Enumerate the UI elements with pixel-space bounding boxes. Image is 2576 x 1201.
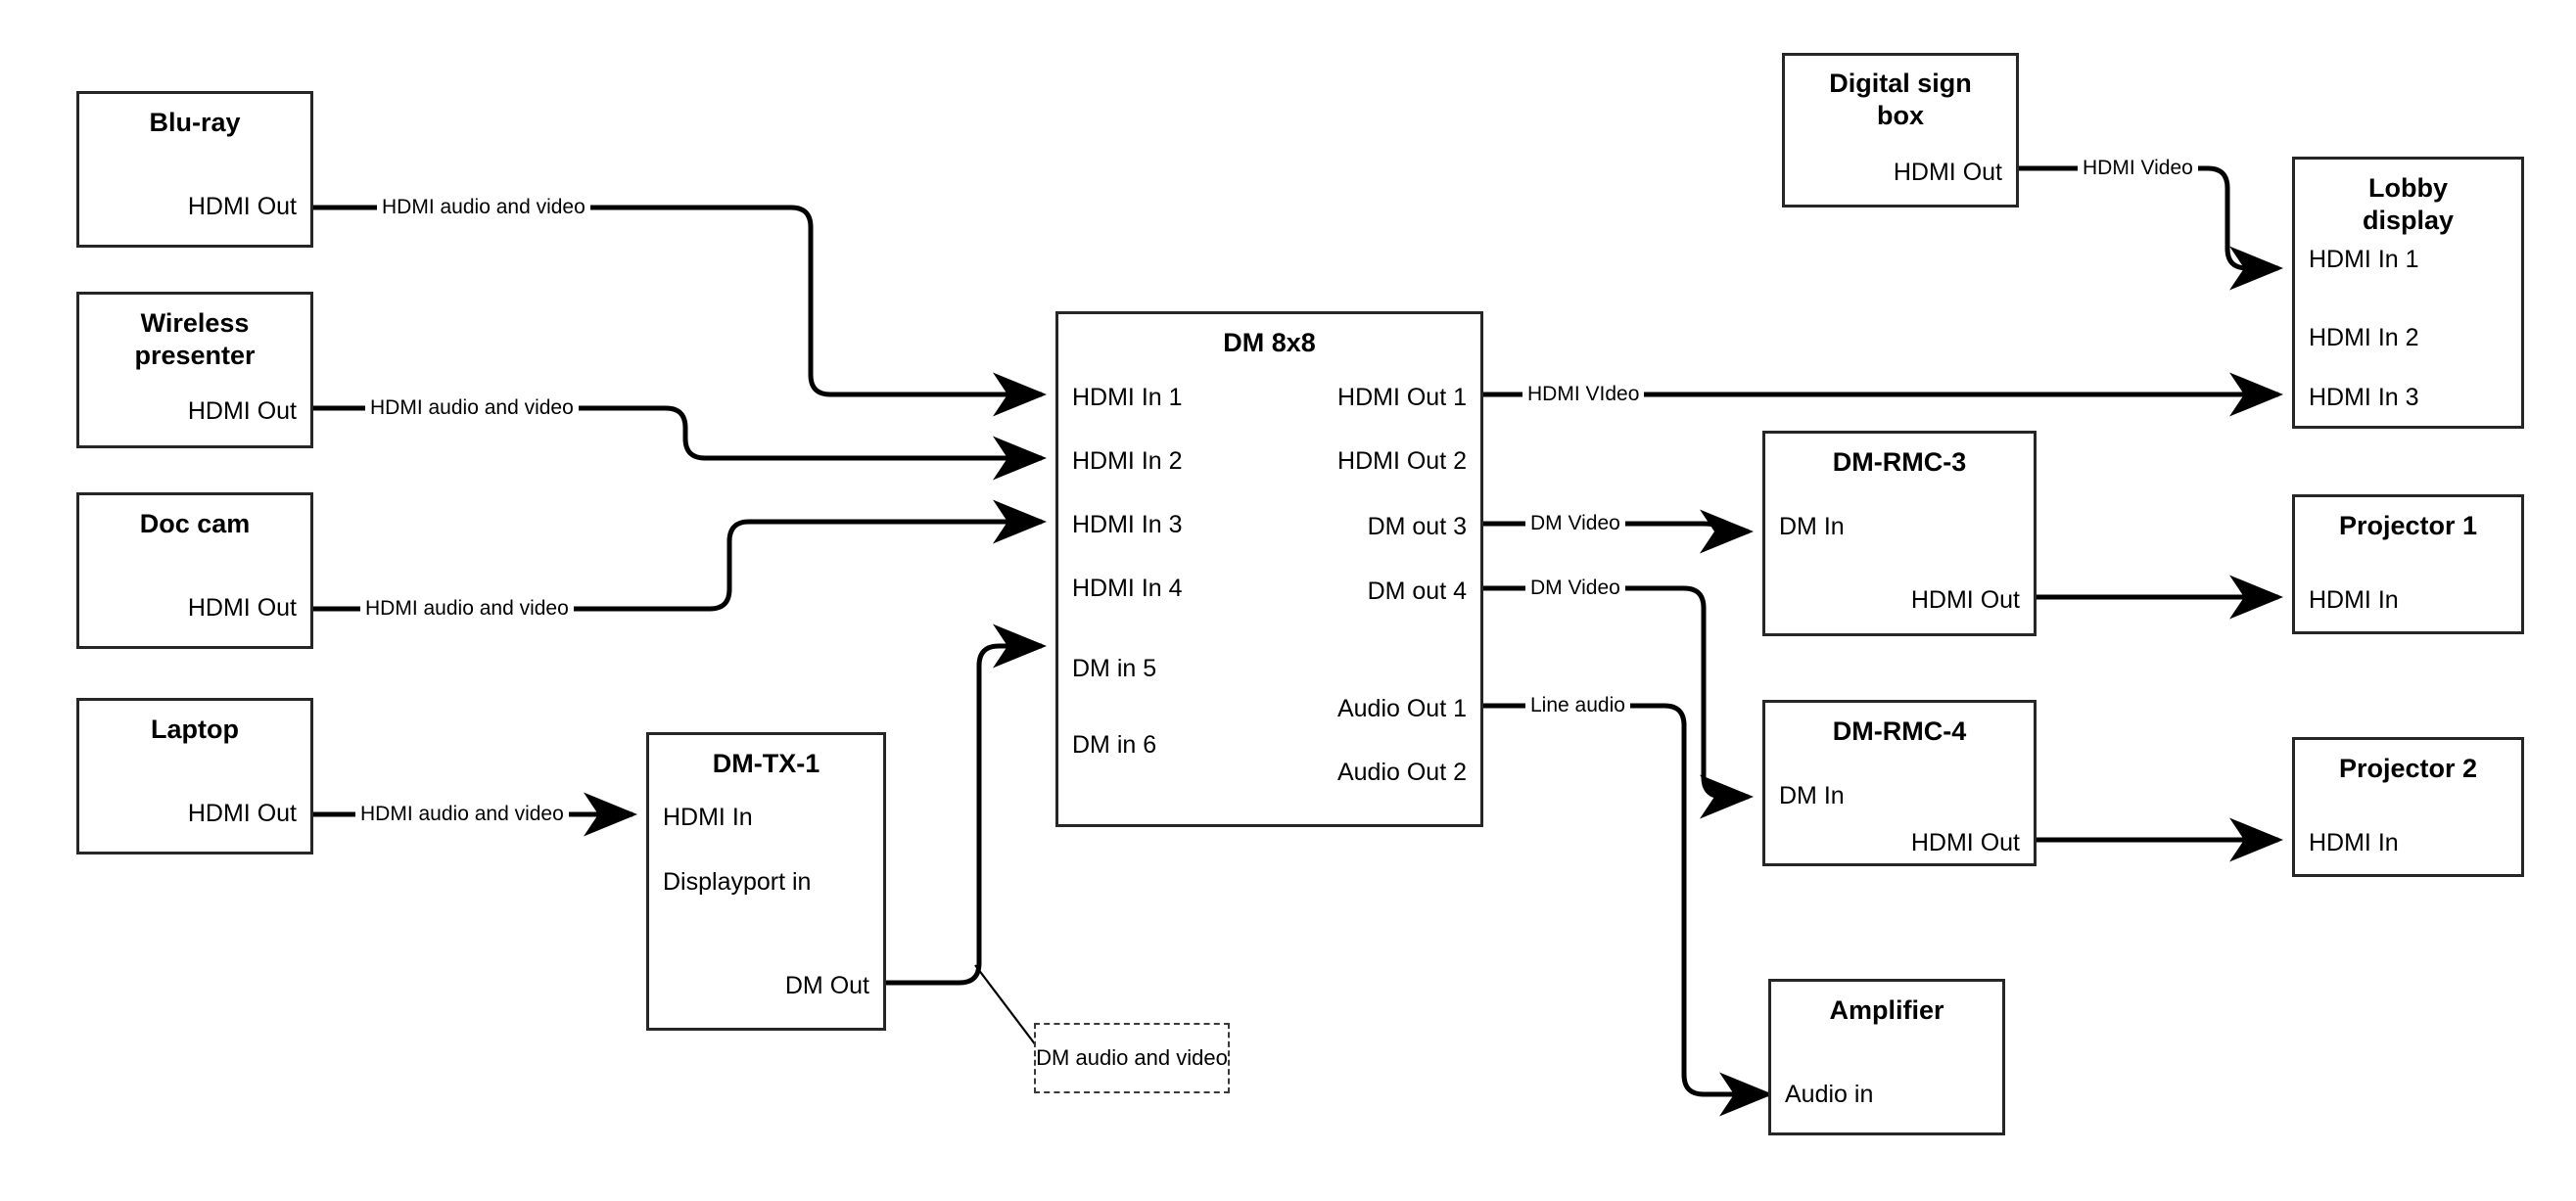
wire-label-bluray: HDMI audio and video [377, 196, 590, 219]
port-lobby-hdmi-in-3: HDMI In 3 [2309, 384, 2419, 411]
port-rmc3-dm-in: DM In [1779, 513, 1845, 540]
wire-label-dm-out4-dm-video: DM Video [1525, 577, 1625, 600]
node-laptop[interactable]: Laptop HDMI Out [76, 698, 313, 855]
node-projector-1-title: Projector 1 [2338, 511, 2478, 540]
node-amplifier[interactable]: Amplifier Audio in [1768, 979, 2005, 1135]
callout-leader-line [974, 964, 1037, 1046]
port-dm8x8-audio-out-2: Audio Out 2 [1336, 759, 1467, 786]
wire-label-laptop: HDMI audio and video [355, 803, 569, 826]
port-rmc4-hdmi-out: HDMI Out [1910, 829, 2020, 856]
node-dm-8x8-title: DM 8x8 [1223, 328, 1316, 357]
node-dm-tx-1[interactable]: DM-TX-1 HDMI In Displayport in DM Out [646, 732, 886, 1031]
port-dm8x8-dm-out-4: DM out 4 [1367, 577, 1467, 605]
port-dm8x8-dm-in-6: DM in 6 [1072, 731, 1157, 759]
node-doc-cam-title: Doc cam [139, 509, 251, 538]
port-dm8x8-hdmi-in-3: HDMI In 3 [1072, 511, 1183, 538]
port-wireless-hdmi-out: HDMI Out [187, 397, 297, 425]
port-bluray-hdmi-out: HDMI Out [187, 193, 297, 220]
wire-label-dm-out1-hdmi-video: HDMI VIdeo [1522, 383, 1645, 406]
node-digital-sign-box[interactable]: Digital sign box HDMI Out [1782, 53, 2019, 208]
port-dmtx1-dm-out: DM Out [784, 972, 869, 999]
node-laptop-title: Laptop [151, 715, 239, 744]
port-dm8x8-hdmi-in-1: HDMI In 1 [1072, 384, 1183, 411]
port-lobby-hdmi-in-1: HDMI In 1 [2309, 246, 2419, 273]
port-lobby-hdmi-in-2: HDMI In 2 [2309, 324, 2419, 351]
callout-dm-audio-and-video-text: DM audio and video [1036, 1045, 1228, 1070]
node-bluray[interactable]: Blu-ray HDMI Out [76, 91, 313, 248]
wire-label-wireless: HDMI audio and video [365, 396, 579, 420]
node-lobby-display[interactable]: Lobby display HDMI In 1 HDMI In 2 HDMI I… [2292, 157, 2524, 429]
node-wireless-presenter[interactable]: Wireless presenter HDMI Out [76, 292, 313, 448]
wire-label-signbox-hdmi-video: HDMI Video [2078, 157, 2198, 180]
callout-dm-audio-and-video: DM audio and video [1034, 1023, 1230, 1093]
node-wireless-presenter-title: Wireless presenter [134, 308, 256, 370]
port-projector1-hdmi-in: HDMI In [2309, 586, 2399, 614]
node-dm-rmc-4-title: DM-RMC-4 [1832, 716, 1967, 746]
wire-audio-out1-to-amp [1483, 703, 1773, 1117]
port-doccam-hdmi-out: HDMI Out [187, 594, 297, 622]
wire-dmtx1-to-dm-in5 [886, 624, 1047, 986]
port-laptop-hdmi-out: HDMI Out [187, 800, 297, 827]
port-dmtx1-displayport-in: Displayport in [663, 868, 812, 896]
node-amplifier-title: Amplifier [1829, 995, 1944, 1025]
wire-label-doccam: HDMI audio and video [360, 597, 574, 621]
port-rmc4-dm-in: DM In [1779, 782, 1845, 809]
node-bluray-title: Blu-ray [149, 108, 241, 137]
port-dm8x8-hdmi-in-4: HDMI In 4 [1072, 575, 1183, 602]
port-projector2-hdmi-in: HDMI In [2309, 829, 2399, 856]
wire-signbox-to-lobby-in1 [2019, 165, 2283, 291]
node-lobby-display-title: Lobby display [2362, 173, 2455, 235]
port-dm8x8-hdmi-out-2: HDMI Out 2 [1337, 447, 1467, 475]
port-signbox-hdmi-out: HDMI Out [1893, 159, 2002, 186]
node-projector-2[interactable]: Projector 2 HDMI In [2292, 737, 2524, 877]
wire-label-dm-out3-dm-video: DM Video [1525, 512, 1625, 535]
port-dmtx1-hdmi-in: HDMI In [663, 804, 753, 831]
port-rmc3-hdmi-out: HDMI Out [1910, 586, 2020, 614]
port-dm8x8-audio-out-1: Audio Out 1 [1336, 695, 1467, 722]
node-doc-cam[interactable]: Doc cam HDMI Out [76, 492, 313, 649]
node-dm-tx-1-title: DM-TX-1 [712, 749, 820, 778]
wire-bluray-to-dm-in1 [313, 205, 1047, 417]
node-dm-rmc-4[interactable]: DM-RMC-4 DM In HDMI Out [1762, 700, 2037, 866]
node-dm-8x8[interactable]: DM 8x8 HDMI In 1 HDMI In 2 HDMI In 3 HDM… [1055, 311, 1483, 827]
port-dm8x8-hdmi-out-1: HDMI Out 1 [1337, 384, 1467, 411]
port-dm8x8-dm-out-3: DM out 3 [1367, 513, 1467, 540]
node-digital-sign-box-title: Digital sign box [1829, 69, 1972, 130]
node-dm-rmc-3-title: DM-RMC-3 [1832, 447, 1967, 477]
wire-dm-out4-to-rmc4 [1483, 585, 1754, 819]
port-amplifier-audio-in: Audio in [1785, 1081, 1874, 1108]
port-dm8x8-dm-in-5: DM in 5 [1072, 655, 1157, 682]
wire-label-line-audio: Line audio [1525, 694, 1630, 717]
node-projector-1[interactable]: Projector 1 HDMI In [2292, 494, 2524, 634]
wire-doccam-to-dm-in3 [313, 499, 1047, 612]
node-dm-rmc-3[interactable]: DM-RMC-3 DM In HDMI Out [1762, 431, 2037, 636]
port-dm8x8-hdmi-in-2: HDMI In 2 [1072, 447, 1183, 475]
node-projector-2-title: Projector 2 [2338, 754, 2478, 783]
